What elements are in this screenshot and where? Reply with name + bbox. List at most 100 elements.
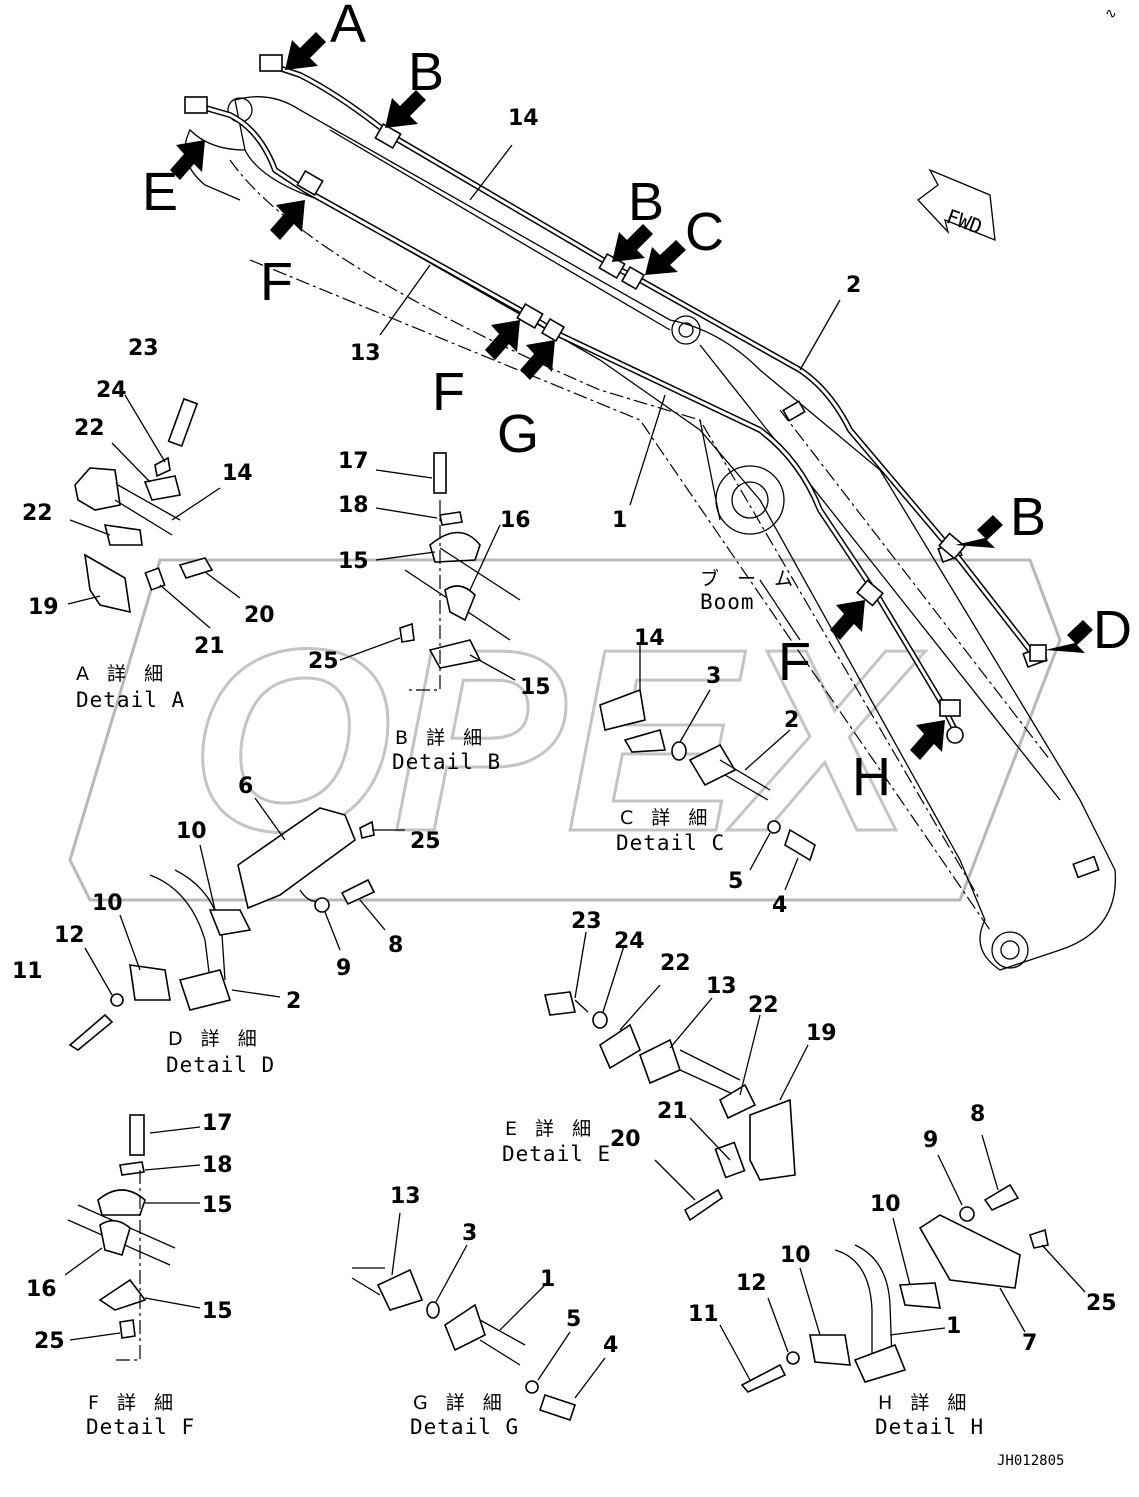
- detail-D-en: Detail D: [166, 1053, 275, 1077]
- detD-part-11: 11: [12, 959, 43, 984]
- detA-part-22b: 22: [22, 501, 53, 526]
- pipe-13: [192, 102, 958, 733]
- detD-part-12: 12: [54, 923, 85, 948]
- detH-part-1: 1: [946, 1314, 961, 1339]
- detG-part-3: 3: [462, 1221, 477, 1246]
- callout-D: D: [1093, 600, 1132, 660]
- detE-part-19: 19: [806, 1021, 837, 1046]
- detF-part-16: 16: [26, 1277, 57, 1302]
- detail-E-jp: E 詳 細: [505, 1118, 597, 1140]
- detA-part-22a: 22: [74, 416, 105, 441]
- detail-H: [719, 1134, 1086, 1393]
- detail-B: [339, 452, 521, 691]
- detE-part-20: 20: [610, 1127, 641, 1152]
- detE-part-13: 13: [706, 974, 737, 999]
- detB-part-15b: 15: [520, 675, 551, 700]
- detG-part-4: 4: [603, 1333, 618, 1358]
- detF-part-25: 25: [34, 1329, 65, 1354]
- callout-A: A: [330, 0, 366, 54]
- detail-G-en: Detail G: [410, 1415, 519, 1439]
- boom-label-en: Boom: [700, 590, 755, 614]
- detG-part-1: 1: [540, 1267, 555, 1292]
- detail-G: [351, 1212, 606, 1422]
- detH-part-10b: 10: [780, 1243, 811, 1268]
- callout-G: G: [497, 404, 539, 464]
- detG-part-5: 5: [566, 1307, 581, 1332]
- watermark-logo: OPEX: [68, 558, 1062, 902]
- detail-G-jp: G 詳 細: [413, 1392, 508, 1414]
- callout-F-3: F: [778, 632, 811, 692]
- drawing-code: JH012805: [997, 1453, 1064, 1469]
- detC-part-4: 4: [772, 893, 787, 918]
- detC-part-14: 14: [634, 626, 665, 651]
- main-part-2: 2: [846, 273, 861, 298]
- detA-part-20: 20: [244, 603, 275, 628]
- detH-part-8: 8: [970, 1102, 985, 1127]
- detB-part-17: 17: [338, 449, 369, 474]
- detF-part-15a: 15: [202, 1193, 233, 1218]
- detE-part-21: 21: [657, 1099, 688, 1124]
- detail-D: [68, 797, 405, 1051]
- detA-part-21: 21: [194, 634, 225, 659]
- detA-part-24: 24: [96, 378, 127, 403]
- callout-E: E: [142, 162, 178, 222]
- detail-F-en: Detail F: [86, 1415, 195, 1439]
- detE-part-22b: 22: [748, 993, 779, 1018]
- callout-arrows: [170, 32, 1093, 760]
- detA-part-19: 19: [28, 595, 59, 620]
- detail-E-en: Detail E: [502, 1142, 611, 1166]
- detail-F-jp: F 詳 細: [88, 1392, 179, 1414]
- detH-part-7: 7: [1022, 1331, 1037, 1356]
- detail-E: [544, 931, 809, 1222]
- detail-H-jp: H 詳 細: [878, 1392, 972, 1414]
- pipe-fittings: [184, 54, 1047, 744]
- detail-A-en: Detail A: [76, 688, 185, 712]
- detA-part-23: 23: [128, 336, 159, 361]
- detG-part-13: 13: [390, 1184, 421, 1209]
- detF-part-17: 17: [202, 1111, 233, 1136]
- detB-part-18: 18: [338, 493, 369, 518]
- detH-part-9: 9: [923, 1128, 938, 1153]
- main-part-13: 13: [350, 341, 381, 366]
- detB-part-15a: 15: [338, 549, 369, 574]
- callout-B-2: B: [628, 172, 664, 232]
- detail-C-jp: C 詳 細: [620, 807, 713, 829]
- fwd-label: FWD: [943, 204, 985, 239]
- corner-mark: ∿: [1105, 6, 1117, 22]
- pipe-14: [267, 62, 1033, 653]
- detF-part-18: 18: [202, 1153, 233, 1178]
- callout-F-1: F: [260, 252, 293, 312]
- main-part-1: 1: [612, 508, 627, 533]
- detC-part-2: 2: [784, 708, 799, 733]
- detail-B-en: Detail B: [392, 750, 501, 774]
- detH-part-10a: 10: [870, 1192, 901, 1217]
- detail-F: [64, 1114, 201, 1361]
- detail-B-jp: B 詳 細: [395, 727, 488, 749]
- detB-part-16: 16: [500, 508, 531, 533]
- detA-part-14: 14: [222, 461, 253, 486]
- detail-A-jp: A 詳 細: [76, 663, 169, 685]
- callout-letters: A B B C E F F G B D F H: [142, 0, 1132, 807]
- detD-part-9: 9: [336, 956, 351, 981]
- detE-part-24: 24: [614, 929, 645, 954]
- detail-C-en: Detail C: [616, 831, 725, 855]
- callout-C: C: [685, 202, 724, 262]
- detF-part-15b: 15: [202, 1299, 233, 1324]
- main-leaders: [379, 144, 841, 506]
- callout-B-1: B: [408, 42, 444, 102]
- detD-part-25: 25: [410, 829, 441, 854]
- detD-part-10b: 10: [92, 891, 123, 916]
- detH-part-11: 11: [688, 1302, 719, 1327]
- detail-A: [67, 394, 241, 629]
- callout-B-3: B: [1010, 487, 1046, 547]
- detD-part-2: 2: [286, 989, 301, 1014]
- detB-part-25: 25: [308, 649, 339, 674]
- detH-part-25: 25: [1086, 1291, 1117, 1316]
- main-part-14: 14: [508, 106, 539, 131]
- detail-D-jp: D 詳 細: [168, 1028, 263, 1050]
- callout-H: H: [852, 747, 891, 807]
- detD-part-6: 6: [238, 774, 253, 799]
- detC-part-5: 5: [728, 869, 743, 894]
- detail-H-en: Detail H: [875, 1415, 984, 1439]
